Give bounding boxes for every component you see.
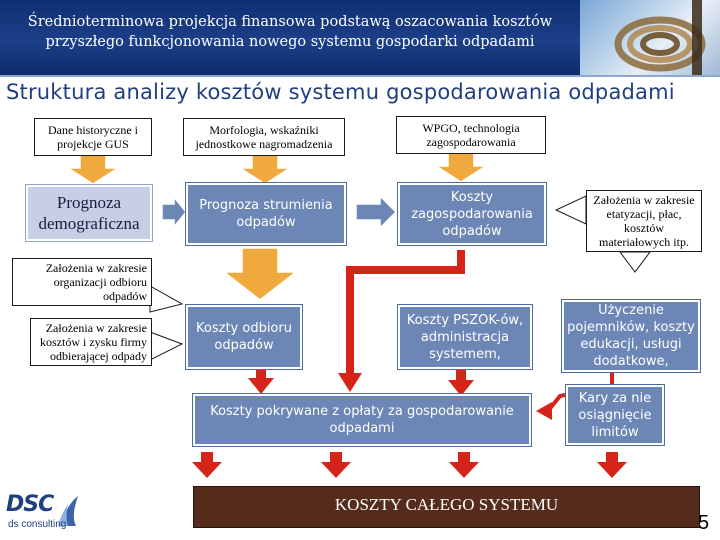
input-historical-data: Dane historyczne i projekcje GUS	[34, 118, 152, 156]
callout-pointer-company-costs	[149, 331, 184, 361]
logo-sail-icon	[58, 496, 78, 526]
box-total-system-cost: KOSZTY CAŁEGO SYSTEMU	[193, 486, 700, 528]
callout-collection-org: Założenia w zakresie organizacji odbioru…	[12, 258, 152, 306]
arrow-total-4	[597, 452, 627, 478]
input-wpgo: WPGO, technologia zagospodarowania	[396, 116, 546, 154]
dsc-logo: DSC ds consulting	[4, 492, 94, 536]
box-fee-covered-costs: Koszty pokrywane z opłaty za gospodarowa…	[192, 393, 532, 447]
box-penalties: Kary za nie osiągnięcie limitów	[565, 384, 665, 446]
box-containers-label: Użyczenie pojemników, koszty edukacji, u…	[567, 303, 695, 369]
box-containers: Użyczenie pojemników, koszty edukacji, u…	[561, 299, 701, 373]
callout-pointer-staffing	[554, 195, 587, 225]
arrow-total-2	[321, 452, 351, 478]
box-demographic-forecast-label: Prognoza demograficzna	[38, 193, 140, 233]
callout-staffing-label: Założenia w zakresie etatyzacji, płac, k…	[593, 193, 695, 249]
callout-company-costs-label: Założenia w zakresie kosztów i zysku fir…	[40, 321, 147, 363]
arrow-management-to-fee-head	[338, 373, 362, 392]
arrow-gus-to-demographic	[65, 154, 121, 185]
input-historical-data-label: Dane historyczne i projekcje GUS	[48, 123, 138, 151]
box-total-system-cost-label: KOSZTY CAŁEGO SYSTEMU	[334, 495, 559, 514]
header-title-line2: przyszłego funkcjonowania nowego systemu…	[45, 34, 535, 50]
input-morphology: Morfologia, wskaźniki jednostkowe nagrom…	[183, 118, 345, 156]
box-waste-stream-forecast: Prognoza strumienia odpadów	[185, 182, 347, 246]
arrow-wpgo-to-management	[433, 151, 489, 183]
arrow-pszok-to-fee	[448, 368, 474, 396]
header-divider	[0, 75, 720, 77]
input-wpgo-label: WPGO, technologia zagospodarowania	[422, 121, 520, 149]
logo-name: DSC	[6, 492, 54, 517]
rope-illustration	[614, 0, 706, 75]
arrow-morphology-to-stream	[237, 154, 293, 185]
box-penalties-label: Kary za nie osiągnięcie limitów	[578, 390, 652, 440]
box-fee-covered-costs-label: Koszty pokrywane z opłaty za gospodarowa…	[210, 404, 514, 436]
header-photo-rope	[580, 0, 720, 75]
callout-pointer-collection-org	[149, 285, 184, 313]
box-demographic-forecast: Prognoza demograficzna	[25, 184, 153, 242]
arrow-management-to-fee-path	[346, 250, 465, 375]
arrow-collection-to-fee	[248, 368, 274, 394]
box-pszok-costs-label: Koszty PSZOK-ów, administracja systemem,	[406, 312, 524, 362]
box-collection-costs-label: Koszty odbioru odpadów	[196, 321, 292, 353]
callout-company-costs: Założenia w zakresie kosztów i zysku fir…	[30, 318, 152, 366]
callout-collection-org-label: Założenia w zakresie organizacji odbioru…	[45, 261, 147, 303]
callout-staffing: Założenia w zakresie etatyzacji, płac, k…	[586, 190, 702, 252]
arrow-containers-to-fee-head	[536, 402, 552, 420]
input-morphology-label: Morfologia, wskaźniki jednostkowe nagrom…	[195, 123, 333, 151]
box-waste-stream-forecast-label: Prognoza strumienia odpadów	[199, 198, 333, 230]
header-title: Średnioterminowa projekcja finansowa pod…	[10, 12, 570, 52]
arrow-stream-to-management	[355, 194, 398, 230]
page-number: 5	[698, 512, 710, 534]
box-pszok-costs: Koszty PSZOK-ów, administracja systemem,	[397, 304, 533, 370]
logo-subtitle: ds consulting	[8, 519, 67, 530]
arrow-demographic-to-stream	[161, 194, 187, 230]
header-title-line1: Średnioterminowa projekcja finansowa pod…	[27, 14, 553, 30]
box-management-costs: Koszty zagospodarowania odpadów	[397, 182, 547, 246]
box-collection-costs: Koszty odbioru odpadów	[185, 304, 303, 370]
page-title: Struktura analizy kosztów systemu gospod…	[6, 80, 675, 104]
callout-pointer-staffing-down	[619, 251, 651, 273]
arrow-stream-to-collection	[221, 247, 299, 301]
box-management-costs-label: Koszty zagospodarowania odpadów	[411, 189, 533, 239]
arrow-total-3	[449, 452, 479, 478]
arrow-total-1	[192, 452, 222, 478]
